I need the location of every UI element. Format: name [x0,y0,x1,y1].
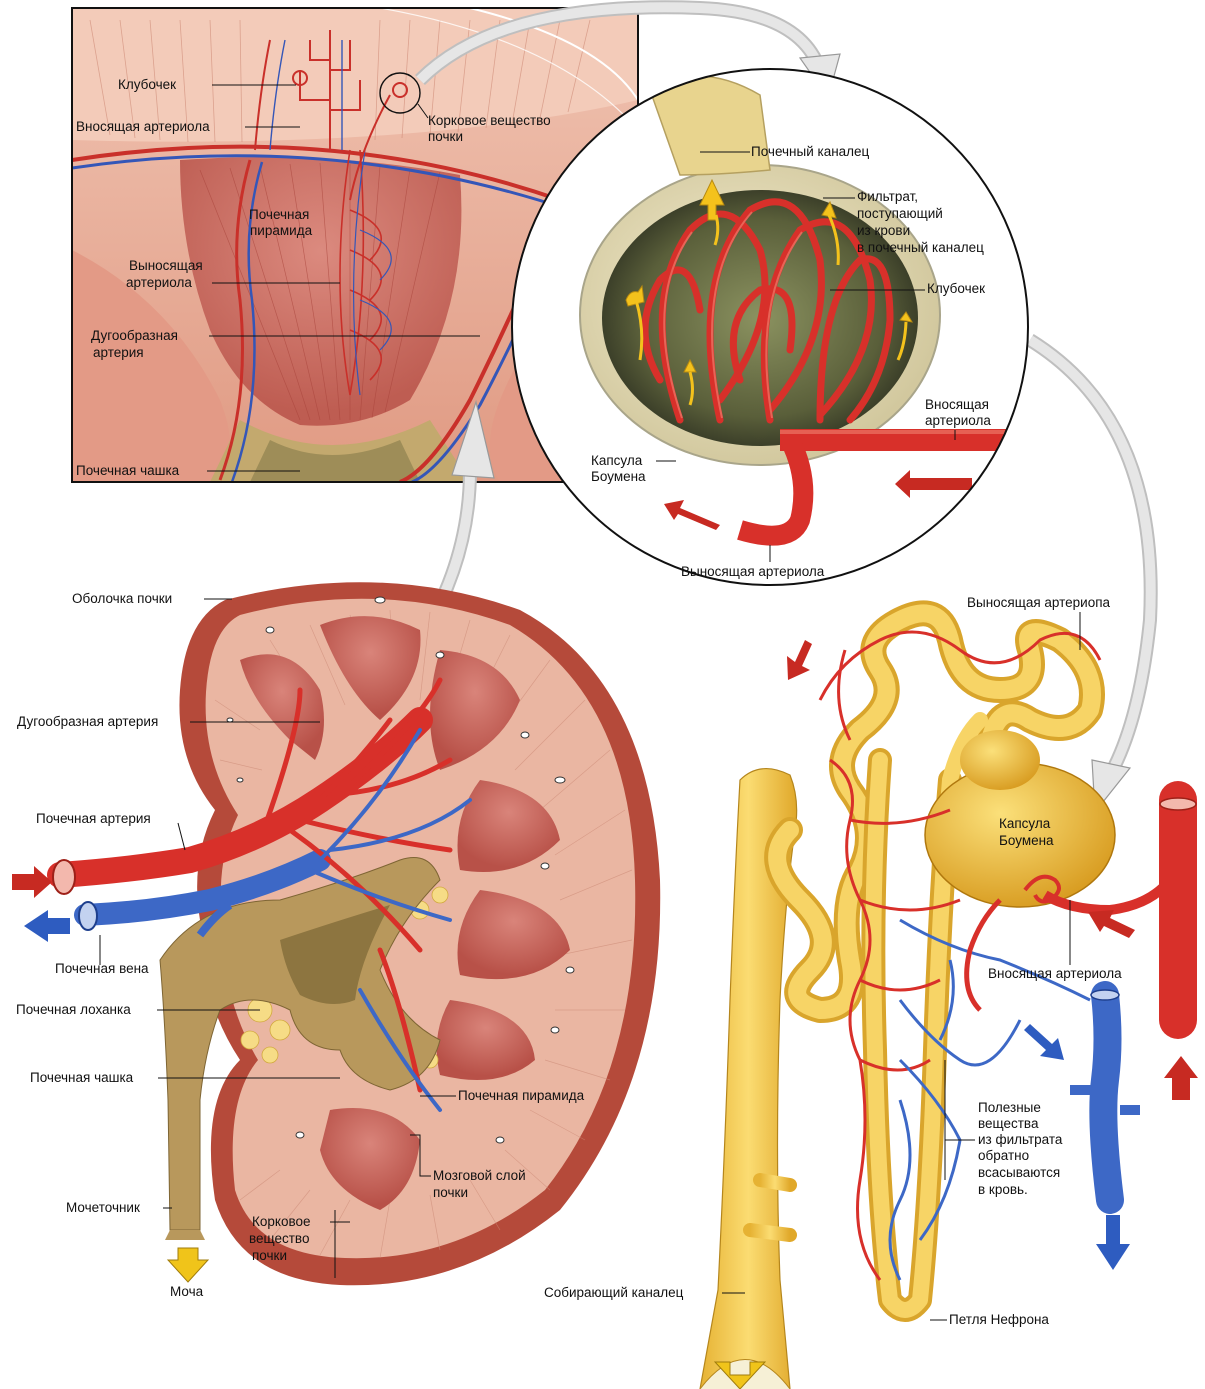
nephron-label-afferent: Вносящая артериола [988,966,1122,981]
inset-label-glomerulus: Клубочек [118,77,176,92]
kidney-label-medulla-2: почки [433,1185,468,1200]
inset-label-calyx: Почечная чашка [76,463,180,478]
circle-label-bowman-1: Капсула [591,453,643,468]
inset-label-pyramid-2: пирамида [250,223,313,238]
inset-label-efferent-2: артериола [126,275,192,290]
circle-label-bowman-2: Боумена [591,469,646,484]
inset-label-pyramid-1: Почечная [249,207,309,222]
nephron-label-reabsorb-4: обратно [978,1148,1029,1163]
nephron-label-reabsorb-6: в кровь. [978,1182,1028,1197]
nephron-label-reabsorb-3: из фильтрата [978,1132,1063,1147]
circle-label-efferent: Выносящая артериола [681,564,825,579]
inset-label-cortex-2: почки [428,129,463,144]
nephron-label-collecting-duct: Собирающий каналец [544,1285,684,1300]
inset-label-cortex-1: Корковое вещество [428,113,551,128]
circle-label-renal-tubule: Почечный каналец [751,144,870,159]
nephron-label-bowman-1: Капсула [999,816,1051,831]
nephron-illustration [700,613,1196,1389]
kidney-cross-section [53,582,660,1285]
kidney-label-ureter: Мочеточник [66,1200,140,1215]
kidney-label-capsule: Оболочка почки [72,591,172,606]
kidney-label-arcuate-artery: Дугообразная артерия [17,714,158,729]
circle-label-filtrate-3: из крови [857,223,910,238]
kidney-label-renal-pelvis: Почечная лоханка [16,1002,131,1017]
kidney-label-renal-artery: Почечная артерия [36,811,151,826]
kidney-label-cortex-3: почки [252,1248,287,1263]
kidney-label-renal-pyramid: Почечная пирамида [458,1088,585,1103]
inset-label-efferent-1: Выносящая [129,258,203,273]
circle-label-filtrate-2: поступающий [857,206,943,221]
nephron-label-bowman-2: Боумена [999,833,1054,848]
kidney-label-cortex-1: Корковое [252,1214,310,1229]
nephron-label-loop: Петля Нефрона [949,1312,1049,1327]
kidney-label-cortex-2: вещество [249,1231,309,1246]
inset-label-afferent-arteriole: Вносящая артериола [76,119,210,134]
nephron-label-reabsorb-2: вещества [978,1116,1039,1131]
nephron-label-efferent: Выносящая артериопа [967,595,1111,610]
kidney-label-renal-vein: Почечная вена [55,961,149,976]
kidney-label-renal-calyx: Почечная чашка [30,1070,134,1085]
circle-label-filtrate-4: в почечный каналец [857,240,984,255]
circle-label-afferent-1: Вносящая [925,397,989,412]
circle-label-glomerulus: Клубочек [927,281,985,296]
kidney-label-medulla-1: Мозговой слой [433,1168,526,1183]
nephron-label-reabsorb-5: всасываются [978,1165,1060,1180]
inset-label-arcuate-1: Дугообразная [91,328,178,343]
nephron-label-reabsorb-1: Полезные [978,1100,1041,1115]
circle-label-afferent-2: артериола [925,413,991,428]
circle-label-filtrate-1: Фильтрат, [857,189,918,204]
kidney-label-urine: Моча [170,1284,204,1299]
inset-label-arcuate-2: артерия [93,345,144,360]
